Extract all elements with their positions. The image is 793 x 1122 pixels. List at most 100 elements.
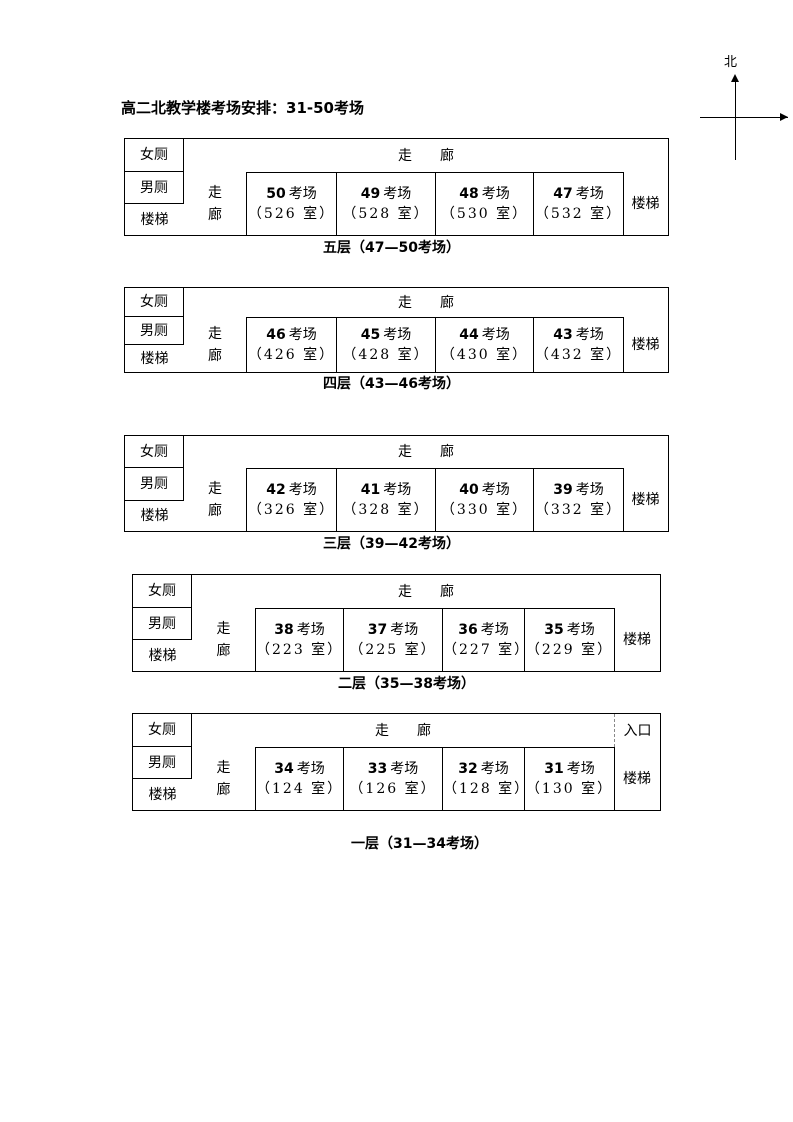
- exam-suffix: 考场: [296, 622, 325, 638]
- floor-caption: 三层（39—42考场）: [323, 536, 460, 552]
- exam-number: 33: [367, 761, 388, 777]
- male-toilet-label: 男厕: [148, 615, 176, 632]
- corridor-vertical: 走廊: [184, 468, 246, 531]
- exam-suffix: 考场: [575, 186, 604, 202]
- stairs-right: 楼梯: [623, 468, 668, 531]
- stairs-label: 楼梯: [148, 786, 177, 803]
- room-number: （428 室）: [342, 347, 430, 363]
- room-number: （326 室）: [247, 502, 336, 518]
- exam-suffix: 考场: [296, 761, 325, 777]
- corridor-vertical: 走廊: [192, 608, 255, 671]
- entrance-label: 入口: [623, 722, 652, 739]
- exam-suffix: 考场: [575, 327, 604, 343]
- exam-suffix: 考场: [481, 186, 510, 202]
- male-toilet-label: 男厕: [140, 322, 168, 339]
- corridor-label: 走 廊: [398, 583, 454, 600]
- exam-number: 44: [459, 327, 479, 343]
- corridor-label: 走 廊: [398, 147, 454, 164]
- male-toilet-label: 男厕: [140, 179, 168, 196]
- exam-suffix: 考场: [383, 186, 412, 202]
- exam-number: 41: [360, 482, 381, 498]
- exam-suffix: 考场: [383, 482, 412, 498]
- stairs-label: 楼梯: [148, 647, 177, 664]
- corridor-horizontal: 走 廊: [192, 575, 660, 608]
- exam-suffix: 考场: [288, 186, 317, 202]
- stairs-right: 楼梯: [614, 608, 660, 671]
- room-number: （128 室）: [443, 781, 531, 797]
- corridor-vertical: 走廊: [184, 317, 246, 372]
- stairs-right: 楼梯: [623, 172, 668, 235]
- corridor-horizontal: 走 廊: [192, 714, 614, 747]
- female-toilet-label: 女厕: [140, 294, 168, 310]
- stairs-label: 楼梯: [140, 350, 169, 367]
- floor-caption: 一层（31—34考场）: [351, 836, 488, 852]
- floor-caption: 五层（47—50考场）: [323, 240, 460, 256]
- exam-number: 38: [274, 622, 294, 638]
- female-toilet: 女厕: [124, 287, 184, 317]
- exam-number: 37: [367, 622, 388, 638]
- room-number: （223 室）: [256, 642, 344, 658]
- exam-suffix: 考场: [480, 622, 509, 638]
- room-number: （227 室）: [443, 642, 531, 658]
- stairs-label: 楼梯: [140, 508, 169, 524]
- corridor-label: 走 廊: [398, 444, 454, 460]
- exam-suffix: 考场: [480, 761, 509, 777]
- entrance: 入口: [614, 714, 660, 747]
- male-toilet: 男厕: [124, 467, 184, 501]
- room-number: （330 室）: [440, 502, 529, 518]
- exam-number: 31: [544, 761, 564, 777]
- male-toilet: 男厕: [124, 316, 184, 345]
- corridor-vertical-label: 走廊: [208, 325, 222, 364]
- exam-number: 47: [553, 186, 573, 202]
- corridor-vertical-label: 走廊: [208, 480, 222, 519]
- room-number: （432 室）: [534, 347, 623, 363]
- exam-suffix: 考场: [288, 482, 317, 498]
- stairs-label: 楼梯: [623, 631, 651, 648]
- exam-suffix: 考场: [481, 482, 510, 498]
- room-number: （430 室）: [440, 347, 529, 363]
- room-number: （530 室）: [440, 206, 529, 222]
- stairs-left: 楼梯: [125, 501, 184, 531]
- exam-suffix: 考场: [566, 622, 595, 638]
- corridor-horizontal: 走 廊: [184, 436, 668, 468]
- stairs-label: 楼梯: [631, 491, 660, 508]
- exam-number: 36: [458, 622, 478, 638]
- stairs-label: 楼梯: [623, 770, 651, 787]
- room-number: （225 室）: [349, 642, 437, 658]
- male-toilet-label: 男厕: [140, 476, 168, 492]
- room-number: （426 室）: [247, 347, 336, 363]
- corridor-horizontal: 走 廊: [184, 139, 668, 172]
- room-number: （124 室）: [256, 781, 344, 797]
- stairs-left: 楼梯: [133, 640, 192, 671]
- exam-suffix: 考场: [566, 761, 595, 777]
- corridor-vertical-label: 走廊: [216, 759, 231, 798]
- exam-number: 34: [274, 761, 294, 777]
- exam-number: 32: [458, 761, 478, 777]
- floor-caption: 四层（43—46考场）: [323, 376, 460, 392]
- female-toilet-label: 女厕: [148, 583, 176, 599]
- stairs-left: 楼梯: [133, 779, 192, 810]
- room-number: （526 室）: [247, 206, 336, 222]
- room-number: （532 室）: [534, 206, 623, 222]
- floor-caption: 二层（35—38考场）: [338, 676, 475, 692]
- corridor-vertical-label: 走廊: [208, 184, 222, 223]
- exam-number: 35: [544, 622, 564, 638]
- page-title: 高二北教学楼考场安排：31-50考场: [121, 99, 364, 117]
- exam-suffix: 考场: [390, 622, 419, 638]
- room-number: （126 室）: [349, 781, 437, 797]
- room-number: （229 室）: [525, 642, 614, 658]
